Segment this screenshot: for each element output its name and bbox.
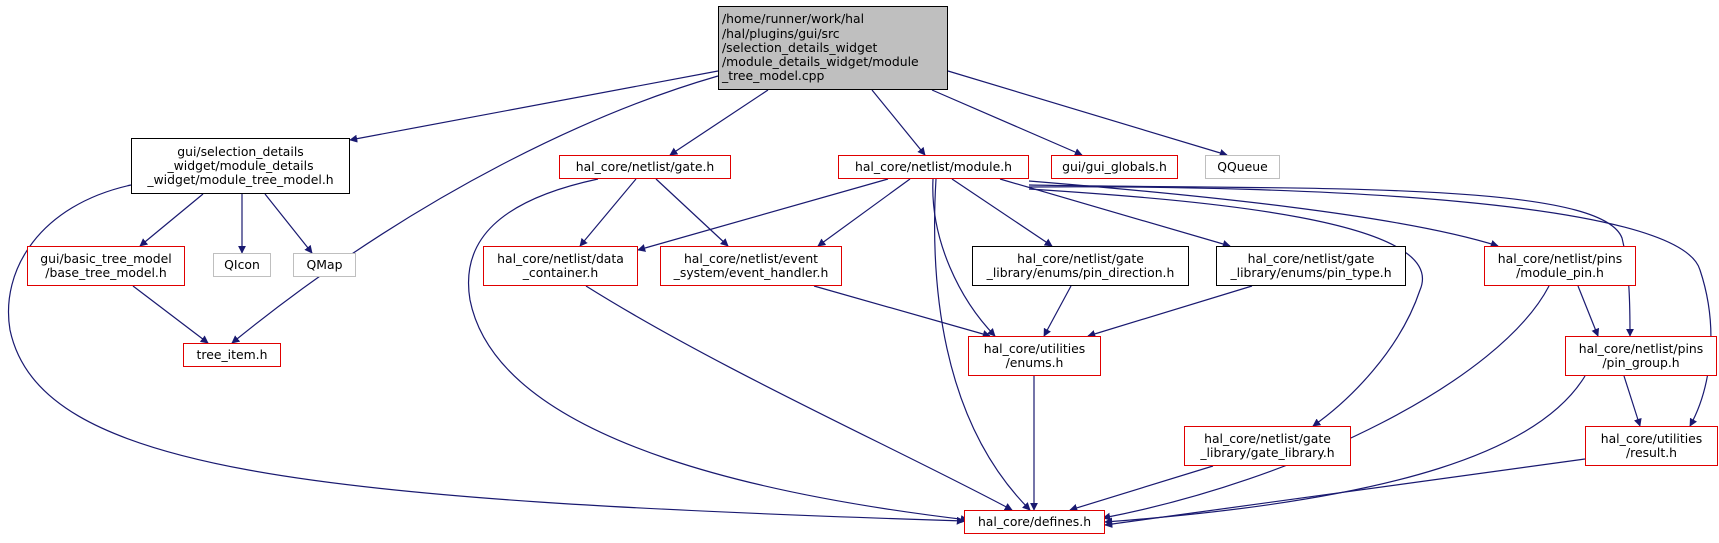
node-module-h[interactable]: hal_core/netlist/module.h bbox=[838, 155, 1029, 179]
node-defines-h[interactable]: hal_core/defines.h bbox=[964, 510, 1105, 534]
edge-root-to-gate-h bbox=[669, 89, 769, 156]
edge-root-to-gui-globals-h bbox=[931, 89, 1083, 156]
edge-data-container-h-to-defines-h bbox=[585, 285, 1013, 511]
node-enums-h[interactable]: hal_core/utilities /enums.h bbox=[968, 336, 1101, 376]
node-tree-item-h[interactable]: tree_item.h bbox=[183, 343, 281, 367]
node-pin-group-h[interactable]: hal_core/netlist/pins /pin_group.h bbox=[1565, 336, 1717, 376]
edge-module-h-to-gate-library-h bbox=[1028, 188, 1423, 427]
node-qmap[interactable]: QMap bbox=[293, 253, 356, 277]
edge-gate-library-h-to-defines-h bbox=[1069, 465, 1214, 512]
node-root-module-tree-model-cpp[interactable]: /home/runner/work/hal /hal/plugins/gui/s… bbox=[718, 6, 948, 90]
edge-gate-h-to-defines-h bbox=[468, 178, 969, 524]
edge-module-tree-model-h-to-qmap bbox=[264, 193, 313, 254]
edge-module-h-to-event-handler-h bbox=[817, 178, 911, 247]
node-result-h[interactable]: hal_core/utilities /result.h bbox=[1585, 426, 1718, 466]
edge-base-tree-model-h-to-tree-item-h bbox=[132, 285, 209, 344]
edge-module-h-to-pin-direction-h bbox=[951, 178, 1053, 247]
node-data-container-h[interactable]: hal_core/netlist/data _container.h bbox=[483, 246, 638, 286]
node-base-tree-model-h[interactable]: gui/basic_tree_model /base_tree_model.h bbox=[27, 246, 185, 286]
edge-root-to-tree-item-h bbox=[231, 75, 719, 344]
edge-event-handler-h-to-enums-h bbox=[813, 285, 991, 338]
edge-gate-h-to-data-container-h bbox=[579, 178, 637, 247]
edge-pin-group-h-to-defines-h bbox=[1104, 375, 1586, 526]
edge-root-to-module-tree-model-h bbox=[349, 70, 719, 143]
edge-module-pin-h-to-pin-group-h bbox=[1577, 285, 1600, 337]
node-pin-direction-h[interactable]: hal_core/netlist/gate _library/enums/pin… bbox=[972, 246, 1189, 286]
node-module-tree-model-h[interactable]: gui/selection_details _widget/module_det… bbox=[131, 138, 350, 194]
node-gate-h[interactable]: hal_core/netlist/gate.h bbox=[559, 155, 731, 179]
node-gui-globals-h[interactable]: gui/gui_globals.h bbox=[1051, 155, 1178, 179]
edge-module-pin-h-to-defines-h bbox=[1102, 285, 1550, 521]
edge-root-to-qqueue bbox=[947, 70, 1228, 157]
edge-module-h-to-data-container-h bbox=[637, 178, 889, 252]
node-event-handler-h[interactable]: hal_core/netlist/event _system/event_han… bbox=[660, 246, 842, 286]
edge-module-h-to-module-pin-h bbox=[1028, 180, 1499, 248]
edge-module-h-to-enums-h bbox=[932, 178, 996, 337]
edge-module-tree-model-h-to-defines-h bbox=[7, 184, 965, 525]
edge-result-h-to-defines-h bbox=[1104, 458, 1586, 528]
edge-pin-type-h-to-enums-h bbox=[1087, 285, 1253, 338]
edge-module-tree-model-h-to-base-tree-model-h bbox=[139, 193, 204, 247]
node-qqueue[interactable]: QQueue bbox=[1205, 155, 1280, 179]
node-module-pin-h[interactable]: hal_core/netlist/pins /module_pin.h bbox=[1484, 246, 1636, 286]
edge-module-h-to-result-h bbox=[1028, 186, 1712, 427]
edge-pin-direction-h-to-enums-h bbox=[1043, 285, 1072, 337]
node-gate-library-h[interactable]: hal_core/netlist/gate _library/gate_libr… bbox=[1184, 426, 1351, 466]
node-qicon[interactable]: QIcon bbox=[213, 253, 271, 277]
edge-gate-h-to-event-handler-h bbox=[655, 178, 729, 247]
edge-pin-group-h-to-result-h bbox=[1623, 375, 1642, 427]
edge-module-h-to-defines-h bbox=[933, 178, 1031, 511]
node-pin-type-h[interactable]: hal_core/netlist/gate _library/enums/pin… bbox=[1216, 246, 1406, 286]
edge-root-to-module-h bbox=[871, 89, 926, 156]
